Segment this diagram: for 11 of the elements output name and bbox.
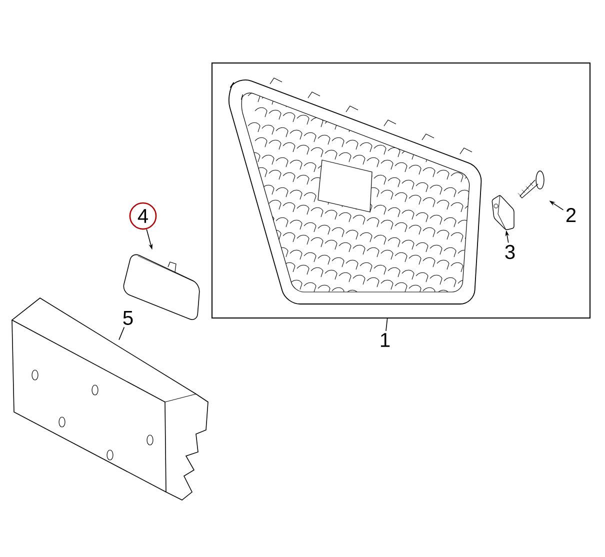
screw-drawing xyxy=(518,170,544,198)
leader-line xyxy=(118,326,125,340)
callout-number: 2 xyxy=(566,208,576,222)
callout-number: 4 xyxy=(129,202,157,230)
callout-number: 5 xyxy=(123,311,133,325)
callout-number: 1 xyxy=(380,333,390,347)
clip-drawing xyxy=(492,194,514,230)
callout-number: 3 xyxy=(505,244,515,260)
grille-drawing xyxy=(228,78,482,304)
leader-line xyxy=(386,318,388,332)
assembly-frame xyxy=(212,62,590,318)
